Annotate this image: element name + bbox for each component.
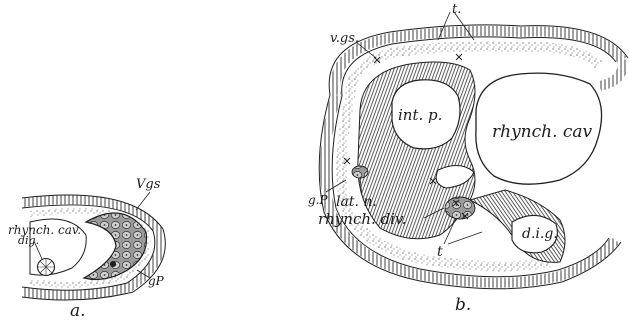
panel-a-label-dig: dig.: [18, 234, 39, 247]
panel-a: Vgs rhynch. cav. dig. gP a.: [8, 177, 165, 320]
panel-b-label-dig: d.i.g.: [522, 226, 558, 242]
panel-b-label-rhynch-div: rhynch. div.: [318, 210, 406, 228]
panel-a-caption: a.: [70, 301, 86, 320]
panel-b-label-lat-n: lat. n.: [336, 194, 377, 210]
panel-a-dig-organ: [38, 259, 55, 276]
panel-b: v.gs. t. int. p. rhynch. cav g.P lat. n.…: [308, 2, 628, 315]
panel-b-label-rhynch-cav: rhynch. cav: [492, 122, 593, 142]
panel-a-label-vgs: Vgs: [136, 177, 161, 192]
panel-b-label-int-p: int. p.: [398, 106, 442, 124]
panel-b-label-vgs: v.gs.: [330, 31, 359, 46]
panel-a-label-gp: gP: [148, 274, 165, 288]
panel-b-label-t-top: t.: [452, 2, 461, 17]
panel-b-label-gp: g.P: [308, 193, 328, 207]
panel-b-label-t-bottom: t: [437, 244, 443, 260]
panel-b-caption: b.: [455, 295, 471, 315]
